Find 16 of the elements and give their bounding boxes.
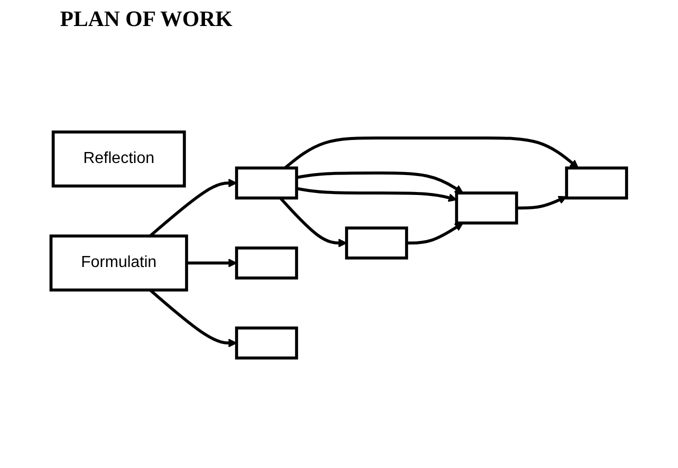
node-box bbox=[235, 326, 298, 359]
arrow bbox=[284, 136, 579, 169]
node-box bbox=[235, 246, 298, 279]
arrow bbox=[516, 195, 568, 209]
node-box bbox=[455, 191, 518, 224]
arrow bbox=[186, 258, 238, 267]
arrow bbox=[406, 222, 464, 244]
node-box bbox=[235, 166, 298, 199]
arrow bbox=[149, 178, 238, 237]
diagram-title: PLAN OF WORK bbox=[60, 6, 234, 32]
node-box bbox=[565, 166, 628, 199]
node-box bbox=[345, 226, 408, 259]
arrow bbox=[296, 171, 464, 193]
arrow bbox=[296, 186, 458, 202]
node-box: Formulatin bbox=[50, 234, 188, 291]
node-box: Reflection bbox=[52, 130, 186, 187]
